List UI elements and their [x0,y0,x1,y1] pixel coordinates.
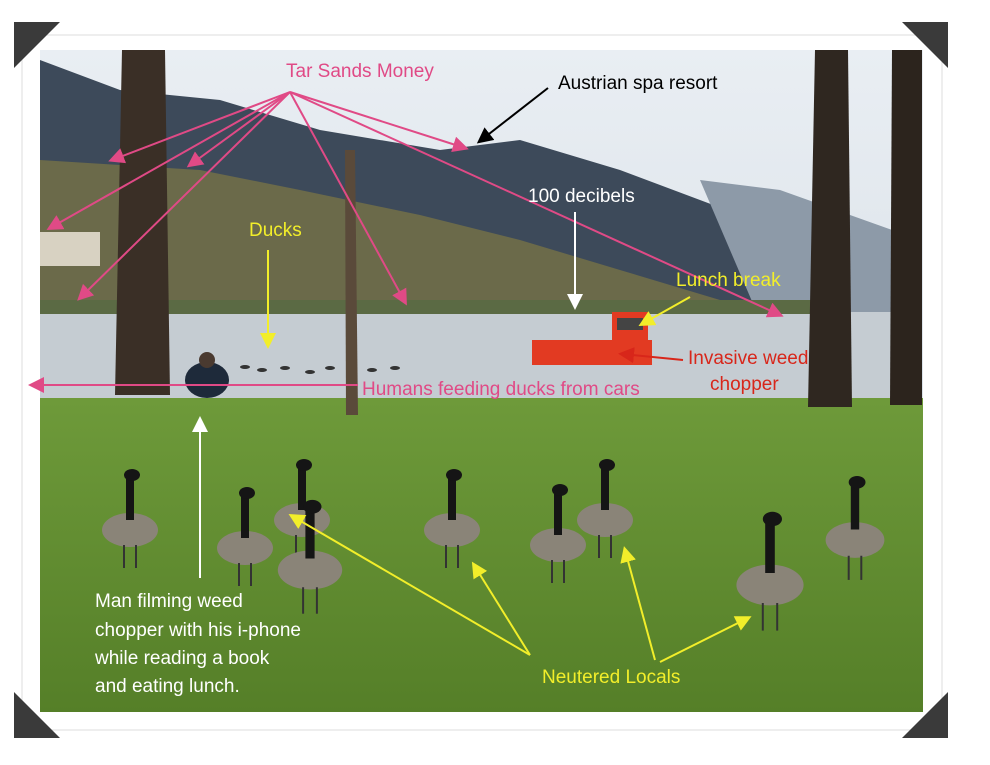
spa-arrow [476,87,549,144]
tree-trunk [808,50,852,407]
goose [424,469,480,568]
weed-label-line2: chopper [710,374,779,395]
decibels-label: 100 decibels [528,186,635,207]
tree-trunk [890,50,922,405]
lunch-arrow [638,296,691,326]
goose [577,459,633,558]
lunch-label: Lunch break [676,270,781,291]
goose [102,469,158,568]
goose [530,484,586,583]
goose [736,511,804,631]
ducks [240,365,400,374]
spa-label: Austrian spa resort [558,73,718,94]
tree-trunk [345,150,358,415]
locals-label: Neutered Locals [542,667,680,688]
weed-label-line1: Invasive weed [688,348,808,369]
lake [40,312,892,407]
goose [217,487,273,586]
geese [102,459,885,631]
lawn [40,398,923,712]
goose [277,499,343,614]
building [40,232,100,266]
man-label-line: while reading a book [94,648,270,669]
tar-sands-label: Tar Sands Money [286,61,434,82]
weed-arrow [618,347,684,364]
goose [825,475,885,580]
man-label-line: and eating lunch. [95,676,240,697]
man-label: Man filming weed chopper with his i-phon… [94,591,301,697]
tar-sands-annotation [46,91,784,318]
locals-arrows [288,513,752,663]
man-label-line: Man filming weed [95,591,243,612]
photo-corner-icons [14,22,948,738]
humans-label: Humans feeding ducks from cars [362,379,640,400]
person [185,362,229,398]
ducks-label: Ducks [249,220,302,241]
tree-trunk [115,50,170,395]
man-label-line: chopper with his i-phone [95,620,301,641]
